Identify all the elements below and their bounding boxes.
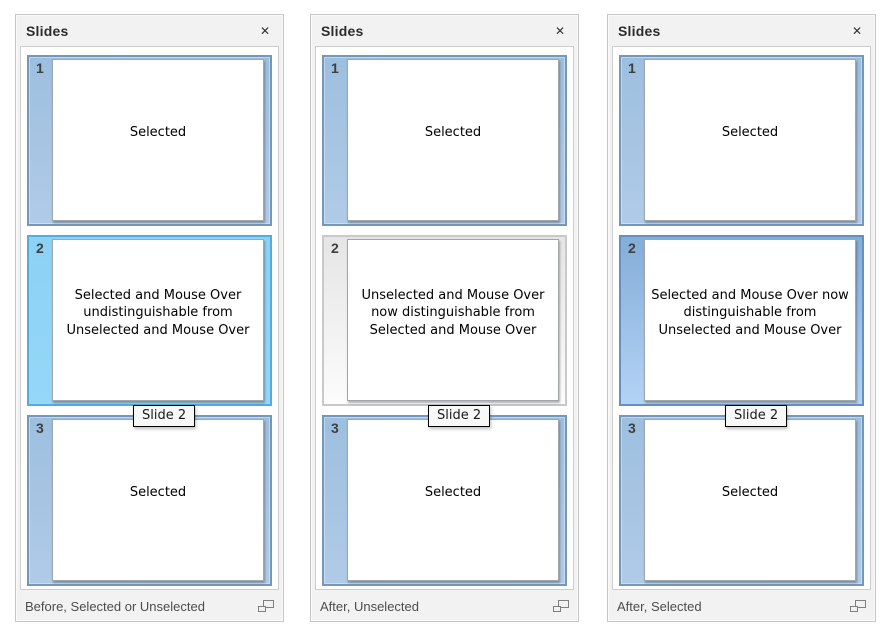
slides-panel-after-unselected: Slides ✕ 1 Selected 2 Unselected and Mou… <box>310 14 579 622</box>
slide-item-1[interactable]: 1 Selected <box>27 55 272 226</box>
panel-caption: Before, Selected or Unselected <box>25 598 205 614</box>
slide-thumbnail[interactable]: Selected <box>52 419 264 581</box>
slide-number: 3 <box>36 420 44 436</box>
slide-number: 1 <box>331 60 339 76</box>
slide-list: 1 Selected 2 Selected and Mouse Over und… <box>20 46 279 590</box>
slide-number: 3 <box>628 420 636 436</box>
slide-thumbnail[interactable]: Selected <box>347 419 559 581</box>
panel-header[interactable]: Slides ✕ <box>311 15 578 46</box>
slide-number: 3 <box>331 420 339 436</box>
close-icon[interactable]: ✕ <box>851 23 863 38</box>
slide-number: 2 <box>628 240 636 256</box>
panel-footer: After, Unselected <box>311 591 578 621</box>
slide-text: Selected <box>424 485 482 501</box>
slide-number: 2 <box>36 240 44 256</box>
panel-title: Slides <box>618 22 661 39</box>
close-icon[interactable]: ✕ <box>259 23 271 38</box>
slide-tooltip: Slide 2 <box>428 405 491 427</box>
panel-header[interactable]: Slides ✕ <box>16 15 283 46</box>
slide-thumbnail[interactable]: Selected <box>52 59 264 221</box>
panel-caption: After, Selected <box>617 598 702 614</box>
slide-thumbnail[interactable]: Selected <box>644 59 856 221</box>
slide-number: 2 <box>331 240 339 256</box>
float-panel-icon[interactable] <box>258 600 274 612</box>
slide-tooltip: Slide 2 <box>725 405 788 427</box>
slide-item-3[interactable]: 3 Selected <box>27 415 272 586</box>
slide-text: Selected <box>721 485 779 501</box>
slide-text: Selected <box>129 485 187 501</box>
panel-title: Slides <box>321 22 364 39</box>
slide-text: Selected <box>424 125 482 141</box>
slide-text: Selected and Mouse Over now distinguisha… <box>651 287 849 338</box>
slide-list: 1 Selected 2 Selected and Mouse Over now… <box>612 46 871 590</box>
slide-item-3[interactable]: 3 Selected <box>619 415 864 586</box>
close-icon[interactable]: ✕ <box>554 23 566 38</box>
slide-number: 1 <box>36 60 44 76</box>
slide-list: 1 Selected 2 Unselected and Mouse Over n… <box>315 46 574 590</box>
slides-panel-after-selected: Slides ✕ 1 Selected 2 Selected and Mouse… <box>607 14 876 622</box>
slide-item-1[interactable]: 1 Selected <box>322 55 567 226</box>
slide-text: Selected and Mouse Over undistinguishabl… <box>66 287 250 338</box>
slide-text: Unselected and Mouse Over now distinguis… <box>361 287 545 338</box>
slide-thumbnail[interactable]: Selected and Mouse Over undistinguishabl… <box>52 239 264 401</box>
slide-tooltip: Slide 2 <box>133 405 196 427</box>
slide-item-2[interactable]: 2 Unselected and Mouse Over now distingu… <box>322 235 567 406</box>
slide-thumbnail[interactable]: Selected <box>644 419 856 581</box>
panel-footer: Before, Selected or Unselected <box>16 591 283 621</box>
slide-number: 1 <box>628 60 636 76</box>
slide-thumbnail[interactable]: Selected and Mouse Over now distinguisha… <box>644 239 856 401</box>
slide-item-2[interactable]: 2 Selected and Mouse Over undistinguisha… <box>27 235 272 406</box>
slide-text: Selected <box>129 125 187 141</box>
slide-item-3[interactable]: 3 Selected <box>322 415 567 586</box>
slide-thumbnail[interactable]: Selected <box>347 59 559 221</box>
slide-text: Selected <box>721 125 779 141</box>
panel-title: Slides <box>26 22 69 39</box>
slide-item-1[interactable]: 1 Selected <box>619 55 864 226</box>
float-panel-icon[interactable] <box>850 600 866 612</box>
float-panel-icon[interactable] <box>553 600 569 612</box>
slide-item-2[interactable]: 2 Selected and Mouse Over now distinguis… <box>619 235 864 406</box>
panel-header[interactable]: Slides ✕ <box>608 15 875 46</box>
panel-footer: After, Selected <box>608 591 875 621</box>
slide-thumbnail[interactable]: Unselected and Mouse Over now distinguis… <box>347 239 559 401</box>
slides-panel-before: Slides ✕ 1 Selected 2 Selected and Mouse… <box>15 14 284 622</box>
panel-caption: After, Unselected <box>320 598 419 614</box>
